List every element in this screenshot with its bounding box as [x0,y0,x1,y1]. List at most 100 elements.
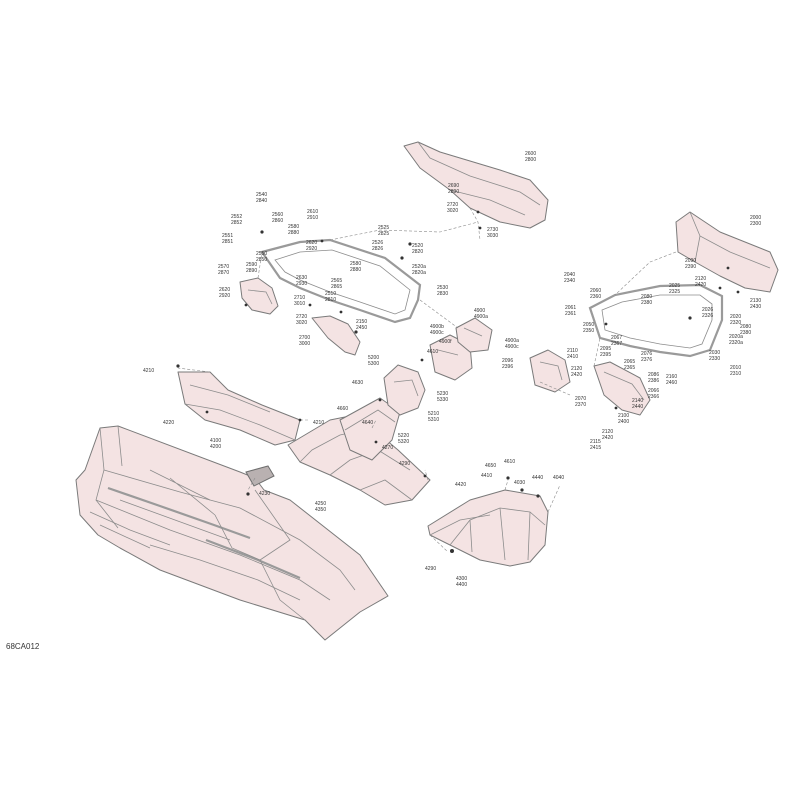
door-frame-2080 [588,283,724,358]
callout-4270: 4270 [382,445,393,451]
callout-4210a: 4210 [143,368,154,374]
callout-4610b: 4610 [504,459,515,465]
callout-4290b: 4290 [425,566,436,572]
callout-4650: 4650 [485,463,496,469]
callout-4040: 4040 [553,475,564,481]
bracket-5200 [383,364,426,416]
callout-4660: 4660 [337,406,348,412]
callout-4410: 4410 [481,473,492,479]
callout-4230: 4230 [259,491,270,497]
callout-4610: 4610 [427,349,438,355]
bracket-2570 [239,277,279,315]
callout-4440: 4440 [532,475,543,481]
housing-2070 [529,349,571,393]
callout-4290a: 4290 [399,461,410,467]
callout-4030: 4030 [514,480,525,486]
callout-4630: 4630 [352,380,363,386]
callout-4900f: 4900f [439,339,452,345]
cover-panel-2600 [403,141,549,229]
callout-4640: 4640 [362,420,373,426]
side-panel-4220 [177,371,301,446]
bracket-2100 [593,361,651,416]
floor-panel-4100 [75,425,389,641]
callout-4220: 4220 [163,420,174,426]
figure-id-label: 68CA012 [6,642,40,651]
assembly-leaders [177,207,677,553]
housing-4900 [429,317,493,381]
callout-4420: 4420 [455,482,466,488]
door-panel-2000 [675,211,779,293]
trim-2700 [311,315,361,356]
floor-panel-4300 [427,489,549,567]
fastener-markers [176,210,740,553]
